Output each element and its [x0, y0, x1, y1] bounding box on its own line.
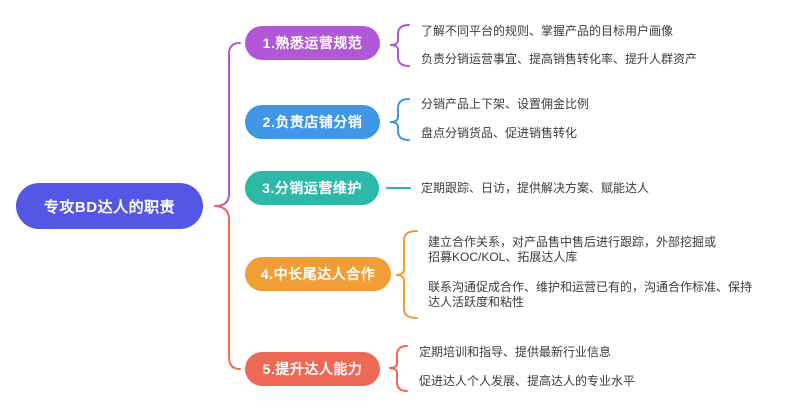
branch-node-1-label: 1.熟悉运营规范	[262, 35, 363, 51]
branch-node-5[interactable]: 5.提升达人能力	[245, 352, 380, 386]
leaf-item[interactable]: 建立合作关系，对产品售中售后进行跟踪，外部挖掘或招募KOC/KOL、拓展达人库	[428, 235, 717, 264]
leaf-item[interactable]: 盘点分销货品、促进销售转化	[421, 126, 578, 140]
root-brace-bottom	[214, 205, 241, 370]
branch-node-1[interactable]: 1.熟悉运营规范	[245, 26, 380, 60]
branch-5-brace	[388, 345, 408, 392]
leaf-item[interactable]: 促进达人个人发展、提高达人的专业水平	[419, 374, 636, 388]
branch-2-brace	[389, 98, 410, 141]
leaf-item[interactable]: 定期跟踪、日访，提供解决方案、赋能达人	[421, 181, 650, 195]
branch-node-3-label: 3.分销运营维护	[262, 180, 362, 196]
root-node[interactable]: 专攻BD达人的职责	[16, 183, 203, 229]
branch-node-3[interactable]: 3.分销运营维护	[245, 171, 379, 205]
leaf-item[interactable]: 分销产品上下架、设置佣金比例	[421, 97, 590, 111]
leaf-item[interactable]: 了解不同平台的规则、掌握产品的目标用户画像	[421, 24, 674, 38]
root-node-label: 专攻BD达人的职责	[43, 198, 176, 216]
leaf-item[interactable]: 联系沟通促成合作、维护和运营已有的，沟通合作标准、保持达人活跃度和粘性	[428, 280, 753, 309]
branch-4-brace	[395, 230, 418, 319]
branch-node-5-label: 5.提升达人能力	[262, 361, 363, 377]
branch-node-2[interactable]: 2.负责店铺分销	[245, 105, 380, 139]
leaf-item[interactable]: 负责分销运营事宜、提高销售转化率、提升人群资产	[421, 52, 698, 66]
branch-1-brace	[389, 24, 410, 67]
branch-node-2-label: 2.负责店铺分销	[262, 114, 363, 130]
branch-node-4-label: 4.中长尾达人合作	[260, 266, 376, 282]
root-brace-top	[214, 42, 241, 207]
leaf-item[interactable]: 定期培训和指导、提供最新行业信息	[419, 345, 612, 359]
branch-node-4[interactable]: 4.中长尾达人合作	[245, 257, 391, 291]
